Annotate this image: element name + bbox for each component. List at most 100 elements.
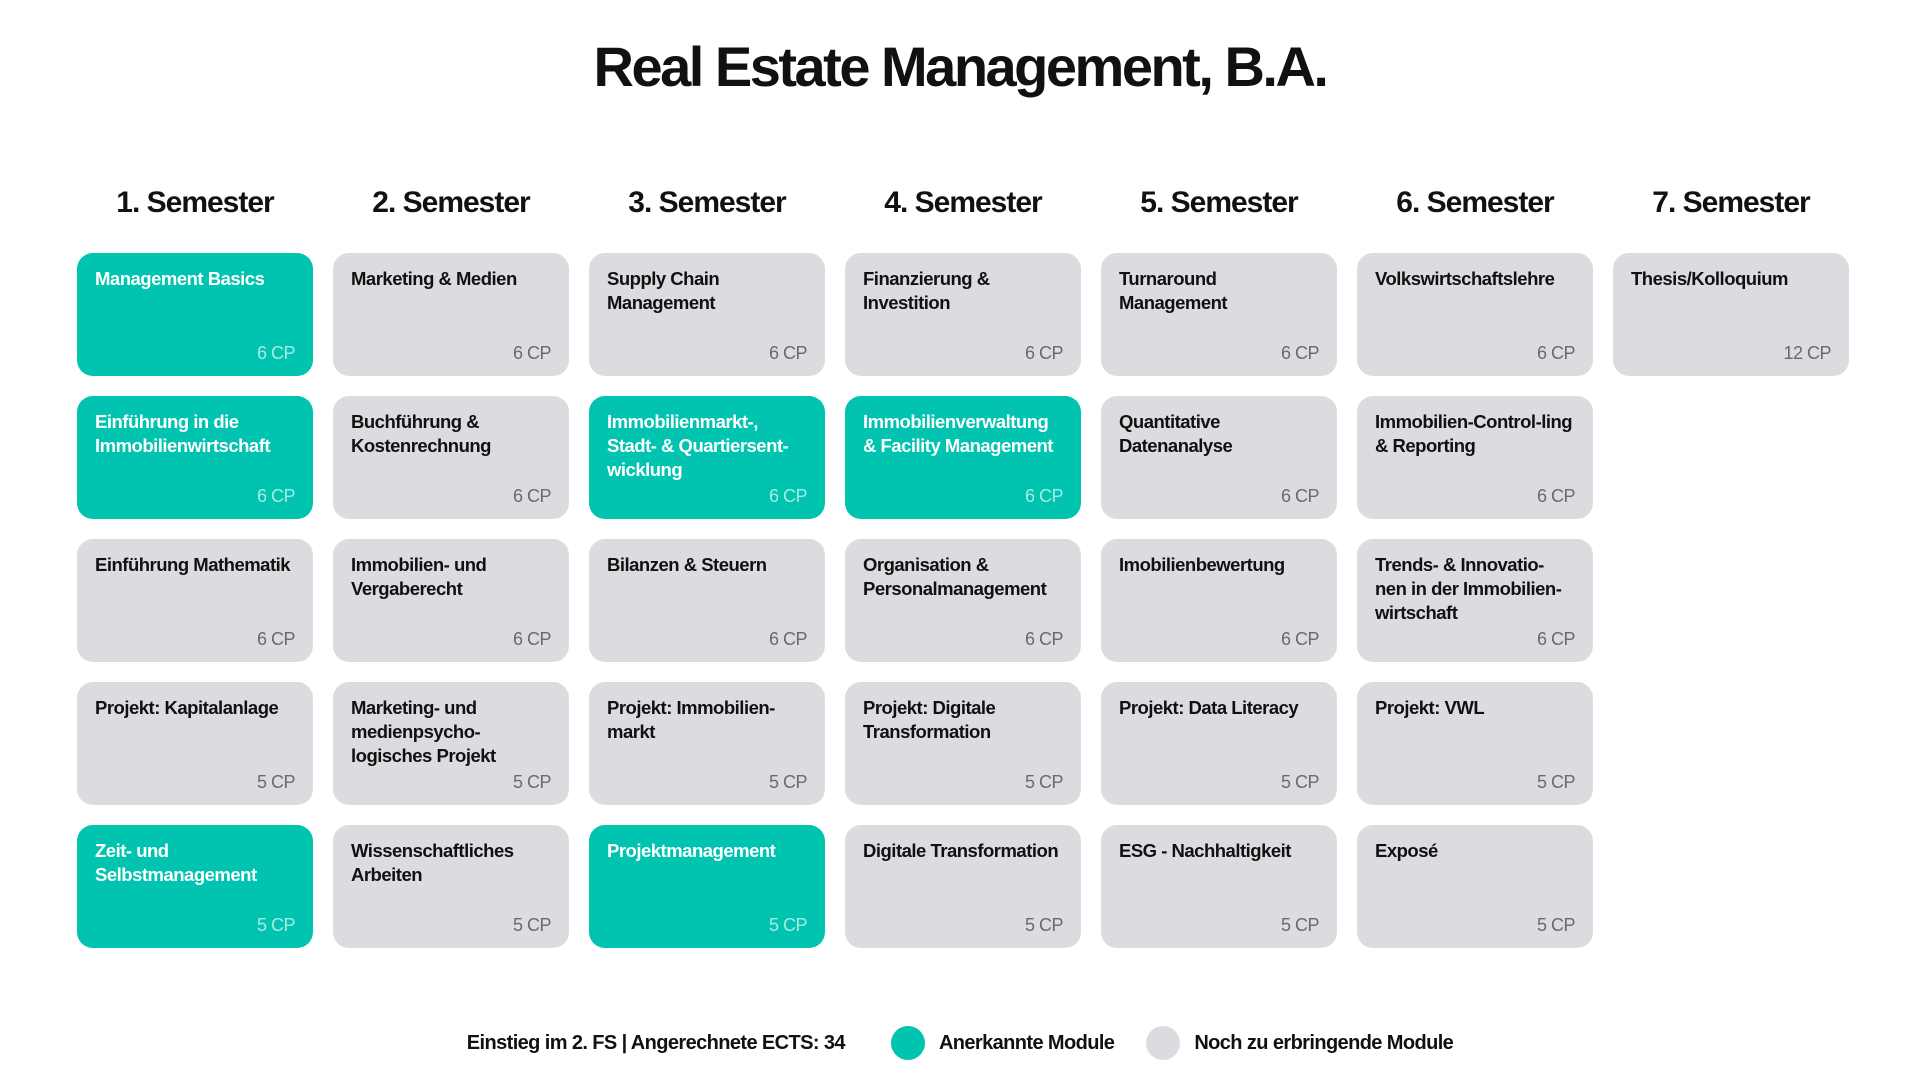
module-credits: 6 CP [768,629,808,649]
module-name: Digitale Transformation [863,840,1059,861]
module-card: Finanzierung & Investition 6 CP [845,253,1081,376]
module-credits: 6 CP [1280,343,1320,363]
module-name: Immobilienmarkt-, Stadt- & Quartiersent-… [607,411,789,480]
module-name: Trends- & Innovatio-nen in der Immobilie… [1375,554,1562,623]
module-name: Buchführung & Kostenrechnung [351,411,491,456]
module-name: ESG - Nachhaltigkeit [1119,840,1291,861]
module-card: Buchführung & Kostenrechnung 6 CP [333,396,569,519]
module-credits: 5 CP [512,915,552,935]
module-credits: 6 CP [256,486,296,506]
module-credits: 6 CP [1280,629,1320,649]
module-card: Bilanzen & Steuern 6 CP [589,539,825,662]
module-card: Imobilienbewertung 6 CP [1101,539,1337,662]
module-name: Projekt: VWL [1375,697,1485,718]
module-name: Volkswirtschaftslehre [1375,268,1555,289]
page-title: Real Estate Management, B.A. [593,35,1329,98]
module-name: Immobilien-Control-ling & Reporting [1375,411,1573,456]
module-card: Organisation & Personalmanagement 6 CP [845,539,1081,662]
module-card: Volkswirtschaftslehre 6 CP [1357,253,1593,376]
module-credits: 5 CP [1280,915,1320,935]
module-name: Immobilienverwaltung & Facility Manageme… [863,411,1053,456]
module-credits: 6 CP [768,343,808,363]
module-name: Projekt: Kapitalanlage [95,697,279,718]
semester-heading: 7. Semester [1652,186,1810,219]
module-card: Thesis/Kolloquium 12 CP [1613,253,1849,376]
module-card: Projekt: VWL 5 CP [1357,682,1593,805]
legend: Einstieg im 2. FS | Angerechnete ECTS: 3… [0,1026,1920,1060]
legend-done-dot-icon [890,1026,925,1060]
legend-done-label: Anerkannte Module [938,1031,1115,1054]
module-credits: 6 CP [768,486,808,506]
module-credits: 5 CP [256,915,296,935]
module-credits: 6 CP [1024,629,1064,649]
module-name: Einführung in die Immobilienwirtschaft [95,411,271,456]
semester-heading: 6. Semester [1396,186,1554,219]
module-name: Immobilien- und Vergaberecht [351,554,487,599]
module-name: Bilanzen & Steuern [607,554,767,575]
module-credits: 5 CP [1536,772,1576,792]
module-credits: 6 CP [512,343,552,363]
module-card: Turnaround Management 6 CP [1101,253,1337,376]
module-credits: 5 CP [768,915,808,935]
semester-heading: 1. Semester [116,186,274,219]
module-credits: 5 CP [512,772,552,792]
module-credits: 5 CP [1024,915,1064,935]
module-credits: 6 CP [1024,343,1064,363]
module-card: ESG - Nachhaltigkeit 5 CP [1101,825,1337,948]
module-credits: 6 CP [1024,486,1064,506]
semester-heading: 3. Semester [628,186,786,219]
module-name: Projekt: Data Literacy [1119,697,1299,718]
module-name: Thesis/Kolloquium [1631,268,1788,289]
module-name: Quantitative Datenanalyse [1119,411,1233,456]
module-name: Projekt: Immobilien-markt [607,697,775,742]
module-name: Wissenschaftliches Arbeiten [351,840,514,885]
module-name: Marketing- und medienpsycho-logisches Pr… [351,697,496,766]
module-credits: 6 CP [512,486,552,506]
module-card: Supply Chain Management 6 CP [589,253,825,376]
module-credits: 6 CP [1536,343,1576,363]
module-card: Projekt: Data Literacy 5 CP [1101,682,1337,805]
module-credits: 6 CP [256,343,296,363]
module-credits: 5 CP [1280,772,1320,792]
module-card: Digitale Transformation 5 CP [845,825,1081,948]
module-name: Projekt: Digitale Transformation [863,697,996,742]
module-name: Finanzierung & Investition [863,268,990,313]
module-credits: 5 CP [1536,915,1576,935]
module-name: Organisation & Personalmanagement [863,554,1047,599]
module-name: Imobilienbewertung [1119,554,1285,575]
module-card: Trends- & Innovatio-nen in der Immobilie… [1357,539,1593,662]
module-card: Marketing & Medien 6 CP [333,253,569,376]
module-name: Marketing & Medien [351,268,517,289]
module-credits: 12 CP [1783,343,1831,363]
semester-heading: 2. Semester [372,186,530,219]
module-credits: 5 CP [256,772,296,792]
module-card: Projekt: Digitale Transformation 5 CP [845,682,1081,805]
module-card: Einführung in die Immobilienwirtschaft 6 … [77,396,313,519]
module-card: Marketing- und medienpsycho-logisches Pr… [333,682,569,805]
legend-open-label: Noch zu erbringende Module [1194,1031,1454,1054]
module-credits: 5 CP [1024,772,1064,792]
module-credits: 5 CP [768,772,808,792]
module-name: Supply Chain Management [607,268,720,313]
module-name: Einführung Mathematik [95,554,291,575]
module-card: Projekt: Immobilien-markt 5 CP [589,682,825,805]
semester-heading: 5. Semester [1140,186,1298,219]
legend-info: Einstieg im 2. FS | Angerechnete ECTS: 3… [466,1031,846,1054]
module-credits: 6 CP [1536,629,1576,649]
module-card: Wissenschaftliches Arbeiten 5 CP [333,825,569,948]
module-name: Turnaround Management [1119,268,1228,313]
